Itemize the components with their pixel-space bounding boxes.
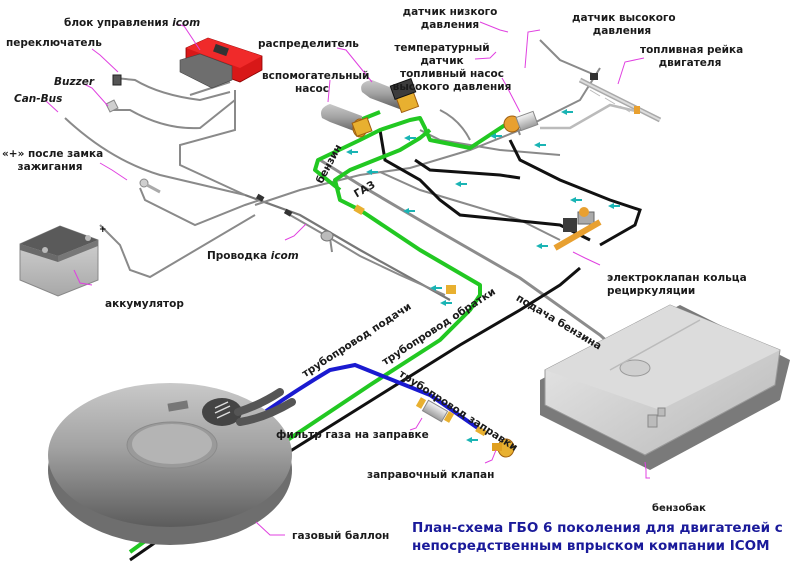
diagram-title: План-схема ГБО 6 поколения для двигателе… (412, 519, 783, 555)
battery (19, 225, 99, 297)
label-fuel-rail-line1: топливная рейка (640, 44, 744, 56)
label-buzzer: Buzzer (54, 76, 95, 88)
label-wiring-brand: icom (270, 250, 299, 262)
gas-filter (415, 397, 487, 437)
flow-arrow-icon (490, 133, 502, 139)
recirculation-solenoid-valve (553, 207, 602, 251)
label-recirculation-valve-line2: рециркуляции (607, 285, 696, 297)
label-fuel-rail-line2: двигателя (658, 57, 722, 69)
ignition-key-icon (139, 178, 161, 194)
label-recirculation-valve-line1: электроклапан кольца (607, 272, 747, 284)
label-low-pressure-sensor-line1: датчик низкого (402, 6, 498, 18)
label-ignition-line1: «+» после замка (2, 148, 104, 160)
label-high-pressure-sensor: датчик высокого давления (572, 12, 676, 38)
label-low-pressure-sensor: датчик низкого давления (398, 6, 502, 32)
label-distributor: распределитель (258, 38, 359, 50)
engine-fuel-rail (540, 73, 662, 130)
flow-arrow-icon (430, 285, 442, 291)
switch-device (112, 74, 122, 86)
label-high-pressure-pump-line2: высокого давления (392, 81, 512, 93)
battery-plus-sign: + (99, 225, 107, 235)
wiring-connector (320, 230, 334, 242)
flow-arrow-icon (608, 203, 620, 209)
flow-arrow-icon (466, 437, 478, 443)
flow-arrow-icon (404, 135, 416, 141)
line-connector (446, 285, 456, 294)
line-connector (353, 204, 365, 215)
buzzer-device (105, 99, 119, 113)
label-filling-valve: заправочный клапан (367, 469, 495, 481)
filling-valve (492, 438, 515, 458)
label-recirculation-valve: электроклапан кольца рециркуляции (607, 272, 747, 298)
distributor (361, 78, 420, 114)
label-high-pressure-pump: топливный насос высокого давления (390, 68, 514, 94)
label-auxiliary-pump-line2: насос (294, 83, 329, 95)
flow-arrow-icon (403, 208, 415, 214)
label-low-pressure-sensor-line2: давления (420, 19, 480, 31)
flow-arrow-icon (534, 142, 546, 148)
auxiliary-pump (321, 104, 373, 138)
label-auxiliary-pump-line1: вспомогательный (262, 70, 370, 82)
label-battery: аккумулятор (105, 298, 184, 310)
label-ecu-brand: icom (172, 17, 201, 29)
label-auxiliary-pump: вспомогательный насос (262, 70, 370, 96)
label-gas-filter: фильтр газа на заправке (276, 429, 429, 441)
flow-arrow-icon (366, 169, 378, 175)
petrol-tank (540, 304, 790, 470)
label-high-pressure-sensor-line2: давления (592, 25, 652, 37)
label-ecu: блок управления icom (64, 17, 200, 30)
diagram-title-line1: План-схема ГБО 6 поколения для двигателе… (412, 520, 783, 536)
flow-arrow-icon (455, 181, 467, 187)
flow-arrow-icon (561, 109, 573, 115)
flow-arrow-icon (346, 149, 358, 155)
flow-arrow-icon (536, 243, 548, 249)
label-fuel-rail: топливная рейка двигателя (640, 44, 744, 70)
flow-arrow-icon (440, 300, 452, 306)
wiring-junction (283, 208, 293, 217)
label-wiring-text: Проводка (207, 250, 271, 262)
label-ignition-line2: зажигания (17, 161, 83, 173)
label-temperature-sensor-line1: температурный (394, 42, 490, 54)
label-temperature-sensor-line2: датчик (420, 55, 464, 67)
flow-arrows (346, 109, 620, 443)
ecu-control-unit (179, 37, 263, 89)
flow-arrow-icon (570, 197, 582, 203)
label-wiring: Проводка icom (207, 250, 299, 263)
label-can-bus: Can-Bus (14, 93, 63, 105)
label-high-pressure-sensor-line1: датчик высокого (572, 12, 676, 24)
label-ignition: «+» после замка зажигания (2, 148, 104, 174)
wiring-junction (255, 193, 265, 202)
high-pressure-fuel-pump (503, 110, 539, 133)
label-petrol-tank: бензобак (652, 503, 706, 514)
label-switch: переключатель (6, 37, 102, 49)
leader-lines (45, 21, 650, 536)
diagram-title-line2: непосредственным впрыском компании ICOM (412, 538, 770, 554)
label-temperature-sensor: температурный датчик (392, 42, 492, 68)
gas-cylinder (48, 383, 296, 545)
label-ecu-text: блок управления (64, 17, 173, 29)
label-high-pressure-pump-line1: топливный насос (399, 68, 504, 80)
label-gas-cylinder: газовый баллон (292, 530, 390, 542)
